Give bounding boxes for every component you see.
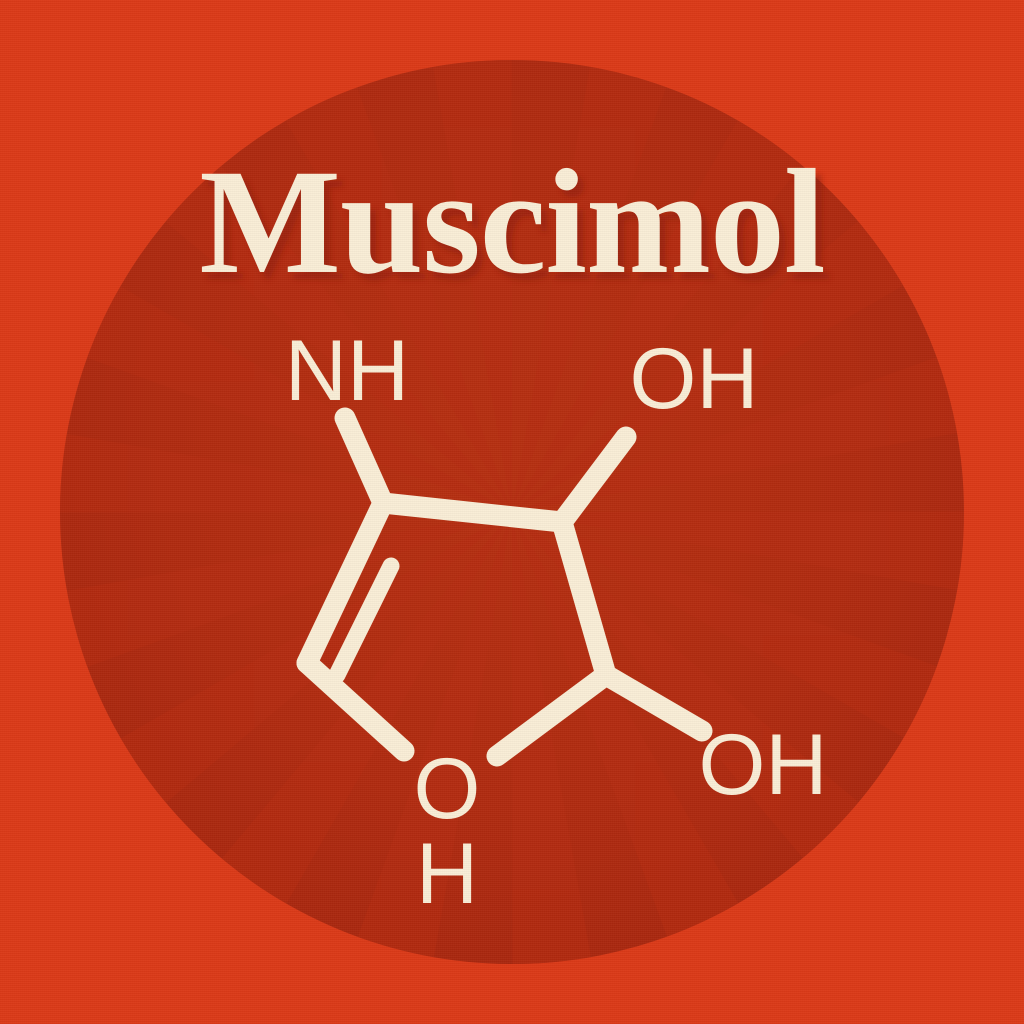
ray-wedge [60,512,512,964]
molecule-structure: NH OH O H OH [285,323,828,922]
ray-wedge [265,512,512,964]
bond-c5-to-c [551,511,617,686]
label-oh-top: OH [630,331,759,427]
bond-n-to-c3 [334,407,394,514]
ray-wedge [60,387,512,513]
bond-c-to-oh [595,664,713,742]
ray-wedge [60,512,512,760]
ray-wedge [149,60,512,512]
label-h-ring: H [416,826,478,922]
bond-c3-to-c4 [296,492,394,674]
bond-c-to-oring [486,664,617,767]
bond-c5-to-oh [551,426,637,533]
page-title: Muscimol Muscimol [199,139,831,312]
bond-c3-to-c5 [372,492,573,533]
bond-group [296,407,713,767]
ray-wedge [512,264,964,512]
ray-wedge [512,511,964,637]
ray-wedge [512,512,639,964]
ray-wedge [512,60,964,512]
label-nh: NH [285,323,409,419]
ray-wedge [385,60,512,512]
label-o-ring: O [414,741,481,837]
page-title-text: Muscimol [199,139,824,305]
bond-c4-to-oring [296,652,415,762]
bond-c3-c4-inner [328,557,400,684]
ray-wedge [512,60,759,512]
ray-wedge [512,512,964,873]
ray-wedge [512,60,964,512]
atom-label-group: NH OH O H OH [285,323,828,922]
label-oh-right: OH [699,717,828,813]
page-title-shadow: Muscimol [205,146,830,312]
